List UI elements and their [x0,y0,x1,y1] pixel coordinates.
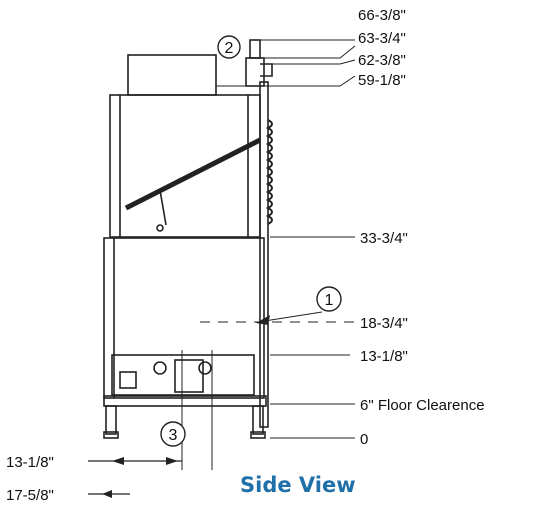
dim-18-3-4: 18-3/4" [360,315,408,332]
dim-13-1-8-depth: 13-1/8" [6,454,54,471]
side-rail [259,81,269,428]
lower-cabinet [103,237,265,399]
callout-circle-1 [316,286,342,312]
callout-3-label: 3 [169,427,178,444]
callout-2-label: 2 [225,40,234,57]
dim-floor-clearance: 6" Floor Clearence [360,397,485,414]
dim-63-3-4: 63-3/4" [358,30,406,47]
dim-33-3-4: 33-3/4" [360,230,408,247]
dim-17-5-8-depth: 17-5/8" [6,487,54,504]
drain-pump [174,359,204,393]
left-leg [105,405,117,435]
door-handle-rod [124,137,262,211]
vent-stack [249,39,261,59]
dim-62-3-8: 62-3/8" [358,52,406,69]
right-leg [252,405,264,435]
machine-drawing [103,39,273,439]
upper-cabinet [109,94,261,238]
callout-circle-2 [217,35,241,59]
horizontal-dimension-lines [88,460,182,495]
view-title: Side View [240,473,356,497]
callout-1-label: 1 [325,292,334,309]
door-spring [265,119,273,225]
dim-59-1-8: 59-1/8" [358,72,406,89]
callout-circle-3 [160,421,186,447]
top-hood-box [127,54,217,96]
dim-zero: 0 [360,431,368,448]
dim-66-3-8: 66-3/8" [358,7,406,24]
dimension-leaders [181,39,356,470]
dim-13-1-8-height: 13-1/8" [360,348,408,365]
base-frame [103,395,267,407]
